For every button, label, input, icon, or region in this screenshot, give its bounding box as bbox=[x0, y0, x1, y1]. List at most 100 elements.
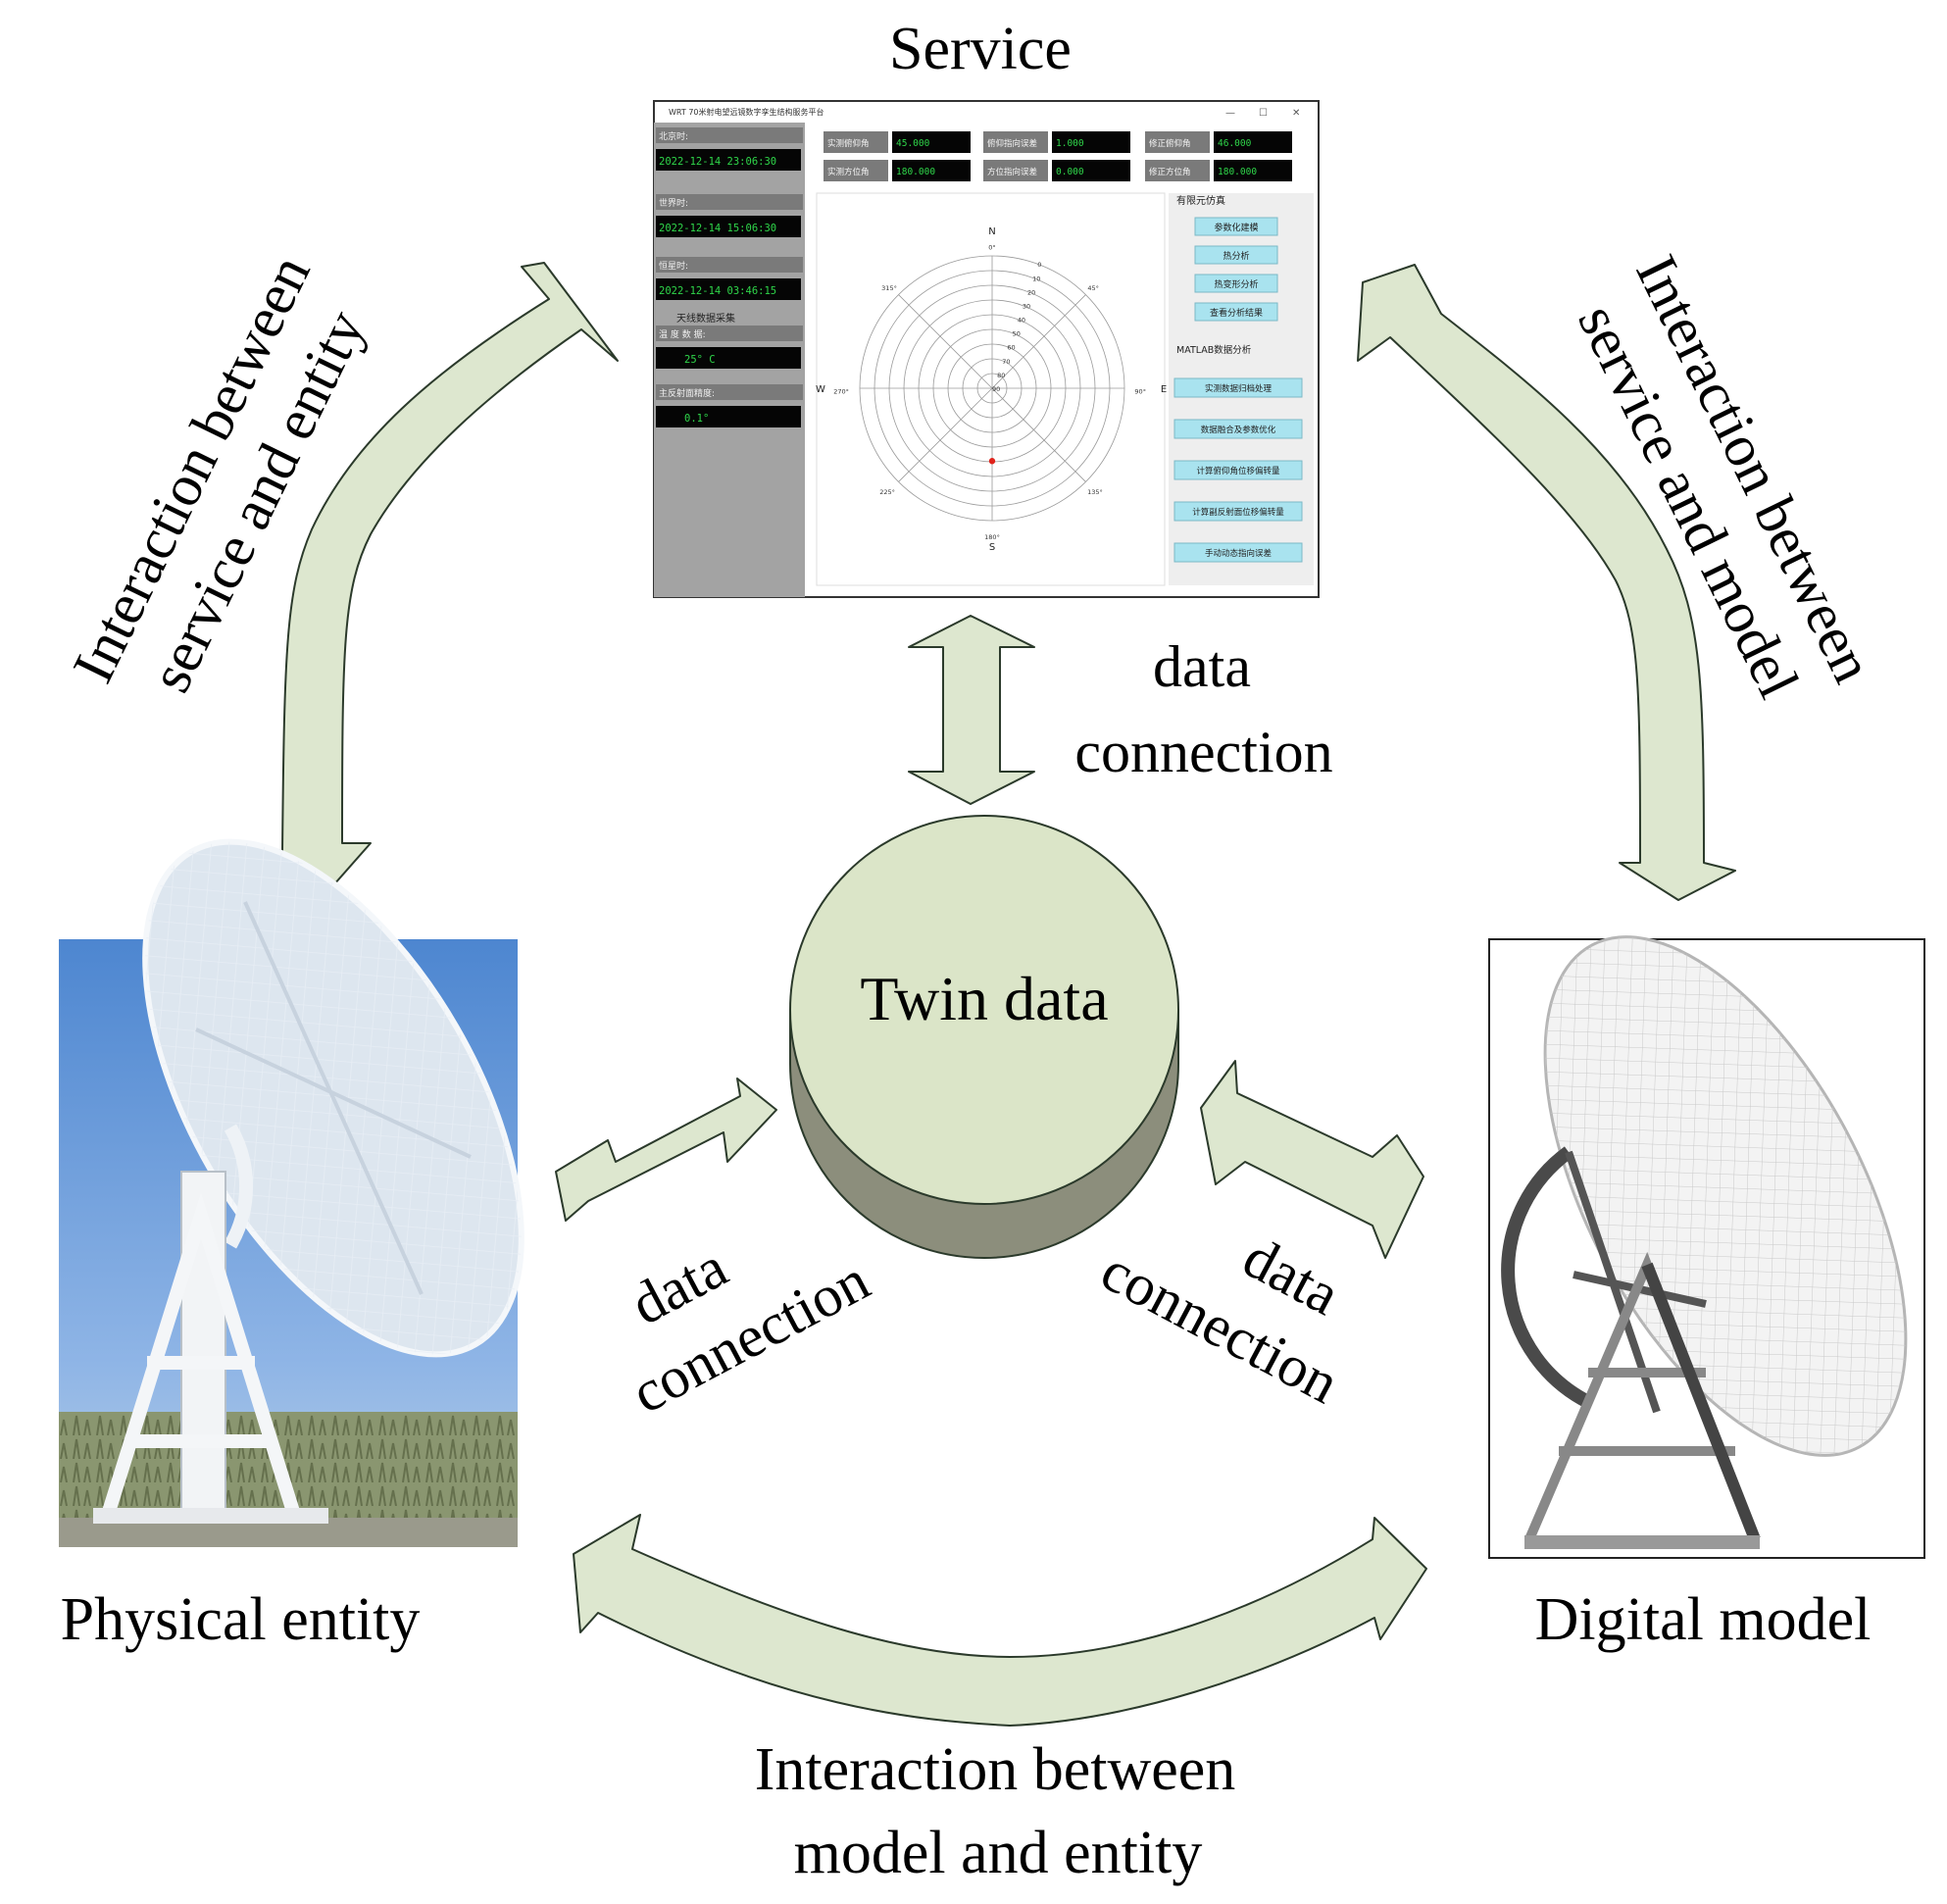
window-close[interactable]: ✕ bbox=[1292, 108, 1300, 119]
field-label: 修正方位角 bbox=[1149, 167, 1191, 177]
fem-heading: 有限元仿真 bbox=[1176, 194, 1225, 207]
polar-spoke bbox=[898, 387, 993, 482]
matlab-button-label: 实测数据归档处理 bbox=[1205, 383, 1273, 394]
digital-model-label: Digital model bbox=[1535, 1586, 1872, 1653]
field-label-bg bbox=[1145, 160, 1210, 181]
polar-ring-label: 90 bbox=[992, 385, 1000, 393]
left-panel-value: 0.1° bbox=[684, 413, 709, 425]
polar-degree-label: 270° bbox=[833, 388, 849, 396]
polar-ring-label: 20 bbox=[1027, 288, 1035, 296]
arrow-group bbox=[249, 262, 1736, 1727]
matlab-button-label: 计算俯仰角位移偏转量 bbox=[1196, 466, 1280, 476]
digital-model-drawing bbox=[1488, 935, 1925, 1559]
left-panel-label-bg bbox=[656, 326, 803, 341]
matlab-heading: MATLAB数据分析 bbox=[1176, 344, 1252, 356]
matlab-button[interactable] bbox=[1173, 501, 1303, 522]
matlab-button[interactable] bbox=[1173, 542, 1303, 563]
service-label: Service bbox=[889, 16, 1072, 82]
field-value: 180.000 bbox=[1218, 167, 1257, 177]
field-value-box[interactable] bbox=[1214, 131, 1292, 153]
matlab-button[interactable] bbox=[1173, 419, 1303, 439]
polar-ring-label: 30 bbox=[1023, 302, 1030, 310]
cylinder-top bbox=[789, 815, 1179, 1205]
field-label: 方位指向误差 bbox=[987, 167, 1037, 177]
entity-twin-arrow bbox=[555, 1077, 777, 1222]
field-label: 实测方位角 bbox=[827, 167, 870, 177]
fem-button[interactable] bbox=[1194, 302, 1278, 322]
left-panel-label: 温 度 数 据: bbox=[659, 328, 706, 340]
field-value: 180.000 bbox=[896, 167, 935, 177]
field-value: 45.000 bbox=[896, 138, 930, 149]
field-value-box[interactable] bbox=[892, 131, 971, 153]
field-label-bg bbox=[824, 131, 888, 153]
matlab-button-label: 计算副反射面位移偏转量 bbox=[1192, 507, 1284, 518]
interaction-model-entity-line1: Interaction between bbox=[755, 1736, 1236, 1803]
field-label: 修正俯仰角 bbox=[1149, 138, 1191, 149]
left-panel-value-box bbox=[656, 347, 801, 369]
field-value-box[interactable] bbox=[1052, 160, 1130, 181]
polar-degree-label: 180° bbox=[984, 533, 1000, 541]
twin-data-label: Twin data bbox=[860, 964, 1108, 1033]
matlab-button[interactable] bbox=[1173, 377, 1303, 398]
left-panel-value-box bbox=[656, 216, 801, 237]
service-twin-arrow bbox=[908, 615, 1035, 805]
polar-spoke bbox=[991, 294, 1086, 389]
polar-ring-label: 0 bbox=[1037, 261, 1041, 269]
left-panel-caption: 天线数据采集 bbox=[676, 312, 735, 325]
matlab-button-label: 手动动态指向误差 bbox=[1205, 548, 1272, 559]
polar-spoke bbox=[991, 387, 1086, 482]
data-connection-left: data connection bbox=[621, 1234, 879, 1426]
polar-ring-label: 70 bbox=[1002, 358, 1010, 366]
left-panel-value-box bbox=[656, 406, 801, 427]
window-minimize[interactable]: — bbox=[1225, 108, 1235, 119]
field-label: 俯仰指向误差 bbox=[987, 138, 1037, 149]
physical-entity-photo bbox=[59, 838, 524, 1547]
field-value: 46.000 bbox=[1218, 138, 1252, 149]
left-panel-label: 世界时: bbox=[659, 197, 688, 209]
polar-degree-label: 90° bbox=[1134, 388, 1146, 396]
model-twin-arrow bbox=[1200, 1060, 1424, 1259]
interaction-model-entity-line2: model and entity bbox=[794, 1820, 1203, 1886]
polar-south: S bbox=[989, 542, 995, 553]
window-maximize[interactable]: ☐ bbox=[1259, 108, 1268, 119]
field-value-box[interactable] bbox=[1052, 131, 1130, 153]
polar-plot: 01020304050607080900°45°90°135°180°225°2… bbox=[816, 226, 1167, 553]
left-panel-value: 2022-12-14 03:46:15 bbox=[659, 285, 776, 297]
service-ui-screenshot: WRT 70米射电望远镜数字孪生结构服务平台 — ☐ ✕ 北京时:2022-12… bbox=[653, 100, 1320, 598]
polar-west: W bbox=[816, 384, 825, 395]
polar-ring-label: 60 bbox=[1007, 344, 1015, 352]
left-panel-label: 北京时: bbox=[659, 130, 688, 142]
left-panel-value: 2022-12-14 23:06:30 bbox=[659, 156, 776, 168]
fem-button[interactable] bbox=[1194, 274, 1278, 293]
polar-north: N bbox=[988, 226, 995, 237]
fem-button-label: 查看分析结果 bbox=[1210, 307, 1263, 319]
polar-degree-label: 225° bbox=[879, 488, 895, 496]
field-value-box[interactable] bbox=[892, 160, 971, 181]
field-value: 1.000 bbox=[1056, 138, 1084, 149]
fem-button[interactable] bbox=[1194, 245, 1278, 265]
left-panel-value-box bbox=[656, 278, 801, 300]
fem-button[interactable] bbox=[1194, 217, 1278, 236]
field-label-bg bbox=[983, 160, 1048, 181]
left-panel-value-box bbox=[656, 149, 801, 171]
left-panel-label: 主反射面精度: bbox=[659, 387, 715, 399]
polar-target-point bbox=[988, 458, 996, 465]
polar-ring-label: 50 bbox=[1013, 330, 1021, 338]
model-entity-arrow bbox=[573, 1514, 1427, 1727]
left-panel-label-bg bbox=[656, 257, 803, 273]
service-model-arrow bbox=[1357, 264, 1736, 901]
matlab-button-label: 数据融合及参数优化 bbox=[1201, 425, 1276, 435]
fem-button-label: 热变形分析 bbox=[1214, 278, 1258, 290]
matlab-button[interactable] bbox=[1173, 460, 1303, 480]
data-connection-top-line1: data bbox=[1153, 634, 1251, 699]
polar-ring-label: 40 bbox=[1018, 317, 1025, 325]
left-panel-value: 25° C bbox=[684, 354, 716, 366]
field-label-bg bbox=[983, 131, 1048, 153]
left-panel-label-bg bbox=[656, 194, 803, 210]
left-panel-label: 恒星时: bbox=[659, 260, 688, 272]
fem-button-label: 参数化建模 bbox=[1214, 222, 1258, 233]
polar-degree-label: 315° bbox=[881, 284, 897, 292]
polar-degree-label: 45° bbox=[1087, 284, 1099, 292]
field-value-box[interactable] bbox=[1214, 160, 1292, 181]
